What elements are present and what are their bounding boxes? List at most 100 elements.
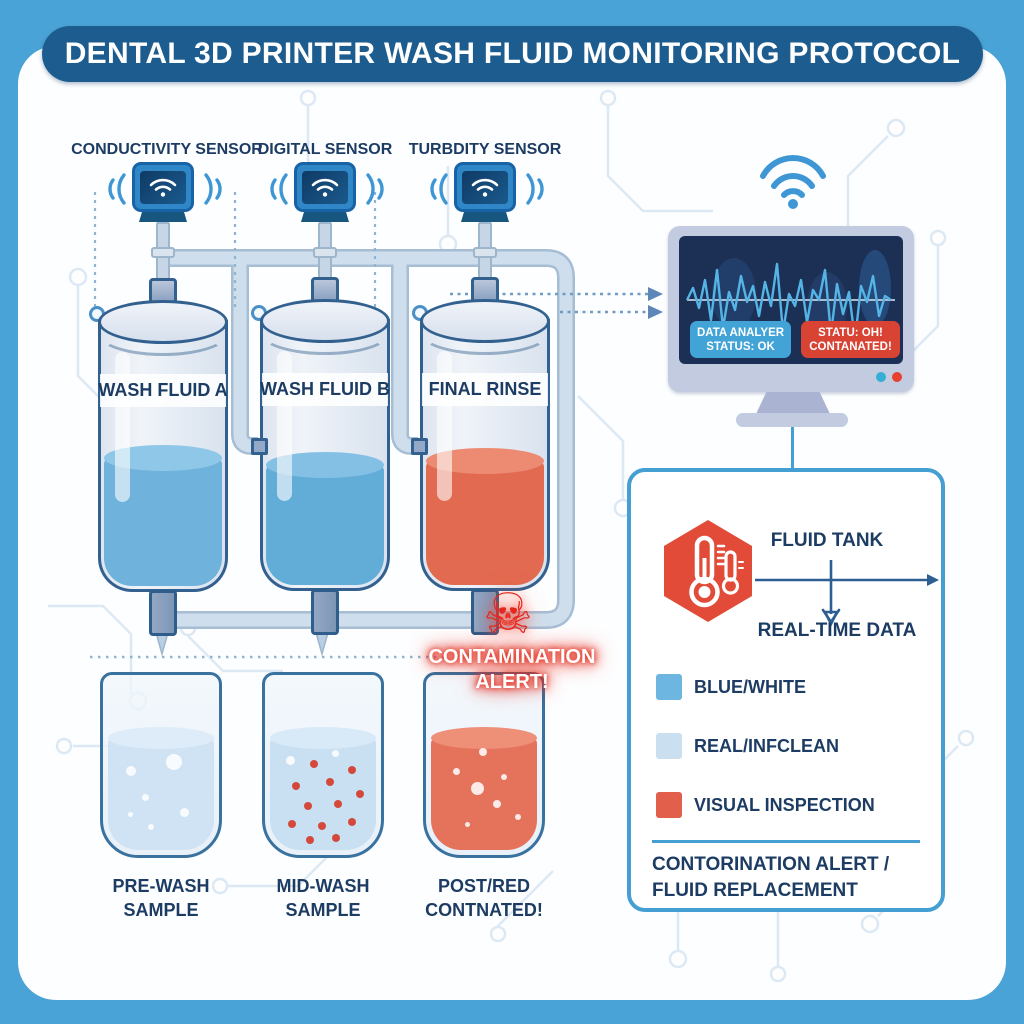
sample-label-line: CONTNATED! xyxy=(425,900,543,920)
legend-item-label: REAL/INFCLEAN xyxy=(694,736,839,756)
tank-label: FINAL RINSE xyxy=(422,373,548,406)
alert-line: CONTAMINATION xyxy=(428,646,596,668)
contaminant-dot xyxy=(288,820,296,828)
tank-wash-fluid-a: WASH FLUID A xyxy=(98,278,228,636)
circuit-pattern-background xyxy=(48,89,975,983)
legend-footer-line: FLUID REPLACEMENT xyxy=(652,880,858,901)
legend-item-label: BLUE/WHITE xyxy=(694,677,806,697)
legend-divider xyxy=(652,840,920,843)
sensor-screen xyxy=(462,170,508,204)
cup-pre-wash xyxy=(100,672,222,858)
sensor-label-turbidity: TURBDITY SENSOR xyxy=(408,141,562,158)
sensor-base xyxy=(461,209,509,222)
wifi-waves-left-icon xyxy=(108,173,126,205)
status-ok-badge: DATA ANALYER STATUS: OK xyxy=(690,321,791,358)
contaminant-dot xyxy=(348,766,356,774)
sensor-label-digital: DIGITAL SENSOR xyxy=(257,141,393,158)
sample-label-line: PRE-WASH xyxy=(112,876,210,896)
page-title: DENTAL 3D PRINTER WASH FLUID MONITORING … xyxy=(64,37,961,70)
tank-final-rinse: FINAL RINSE xyxy=(420,277,550,635)
title-banner: DENTAL 3D PRINTER WASH FLUID MONITORING … xyxy=(42,26,983,82)
legend-swatch-lightblue xyxy=(656,733,682,759)
wifi-icon xyxy=(471,178,499,197)
monitor-legend-connector xyxy=(791,427,794,468)
legend-flow-label: REAL-TIME DATA xyxy=(757,620,917,641)
status-alert-badge: STATU: OH! CONTANATED! xyxy=(801,321,900,358)
cup-mid-wash xyxy=(262,672,384,858)
sensor-base xyxy=(139,209,187,222)
contaminant-dot xyxy=(306,836,314,844)
contaminant-dot xyxy=(326,778,334,786)
contaminant-dot xyxy=(292,782,300,790)
legend-panel: FLUID TANK REAL-TIME DATA BLUE/WHITE REA… xyxy=(627,468,945,912)
power-dot-red xyxy=(892,372,902,382)
wifi-waves-right-icon xyxy=(366,173,384,205)
digital-sensor xyxy=(294,162,356,212)
tank-outlet xyxy=(471,589,499,635)
badge-line: CONTANATED! xyxy=(809,340,892,353)
tank-label: WASH FLUID A xyxy=(98,374,228,407)
wifi-icon xyxy=(311,178,339,197)
sensor-probe-collar xyxy=(473,247,497,258)
contaminant-dot xyxy=(356,790,364,798)
contaminant-dot xyxy=(310,760,318,768)
sensor-base xyxy=(301,209,349,222)
sensor-screen xyxy=(140,170,186,204)
sensor-label-conductivity: CONDUCTIVITY SENSOR xyxy=(71,141,263,158)
tank-rim xyxy=(420,311,550,355)
tank-rim xyxy=(98,312,228,356)
legend-item-label: VISUAL INSPECTION xyxy=(694,795,875,815)
legend-swatch-red xyxy=(656,792,682,818)
monitor-stand xyxy=(756,392,830,414)
wifi-waves-left-icon xyxy=(270,173,288,205)
cup-fluid xyxy=(108,727,214,850)
alert-line: ALERT! xyxy=(475,671,549,693)
cup-post-wash xyxy=(423,672,545,858)
sample-label-line: POST/RED xyxy=(437,876,530,896)
contaminant-dot xyxy=(318,822,326,830)
wifi-waves-right-icon xyxy=(204,173,222,205)
cup-fluid xyxy=(431,727,537,850)
power-dot-cyan xyxy=(876,372,886,382)
sample-label-post-wash: POST/RED CONTNATED! xyxy=(394,874,574,922)
badge-line: STATUS: OK xyxy=(706,340,775,353)
sensor-screen xyxy=(302,170,348,204)
tank-label: WASH FLUID B xyxy=(260,373,390,406)
flow-arrows-icon xyxy=(755,560,939,627)
sample-label-line: SAMPLE xyxy=(285,900,361,920)
fluid-surface xyxy=(431,727,537,749)
monitor-stand-base xyxy=(736,413,848,427)
tank-wash-fluid-b: WASH FLUID B xyxy=(260,277,390,635)
contaminant-dot xyxy=(304,802,312,810)
conductivity-sensor xyxy=(132,162,194,212)
legend-footer: CONTORINATION ALERT / FLUID REPLACEMENT xyxy=(652,852,928,904)
sample-label-mid-wash: MID-WASH SAMPLE xyxy=(233,874,413,922)
sample-label-line: MID-WASH xyxy=(276,876,370,896)
sensor-probe-collar xyxy=(151,247,175,258)
sample-label-pre-wash: PRE-WASH SAMPLE xyxy=(71,874,251,922)
wifi-icon xyxy=(149,178,177,197)
tank-rim xyxy=(260,311,390,355)
legend-footer-line: CONTORINATION ALERT / xyxy=(652,854,890,875)
sensor-probe-collar xyxy=(313,247,337,258)
wifi-signal-icon xyxy=(760,155,826,209)
fluid-surface xyxy=(270,727,376,749)
monitoring-display: DATA ANALYER STATUS: OK STATU: OH! CONTA… xyxy=(668,226,914,392)
tank-outlet xyxy=(149,590,177,636)
contamination-alert: CONTAMINATION ALERT! xyxy=(412,645,612,695)
thermometer-hexagon-icon xyxy=(664,520,752,622)
badge-line: DATA ANALYER xyxy=(696,326,785,339)
wifi-waves-left-icon xyxy=(430,173,448,205)
turbidity-sensor xyxy=(454,162,516,212)
contaminant-dot xyxy=(334,800,342,808)
contaminant-dot xyxy=(348,818,356,826)
pipe-junction xyxy=(251,438,268,455)
skull-crossbones-icon: ☠ xyxy=(482,582,534,645)
legend-swatch-blue xyxy=(656,674,682,700)
dripper-tip-icon xyxy=(154,628,330,657)
cup-fluid xyxy=(270,727,376,850)
pipe-junction xyxy=(411,438,428,455)
contaminant-dot xyxy=(332,834,340,842)
legend-node-label: FLUID TANK xyxy=(770,530,884,551)
